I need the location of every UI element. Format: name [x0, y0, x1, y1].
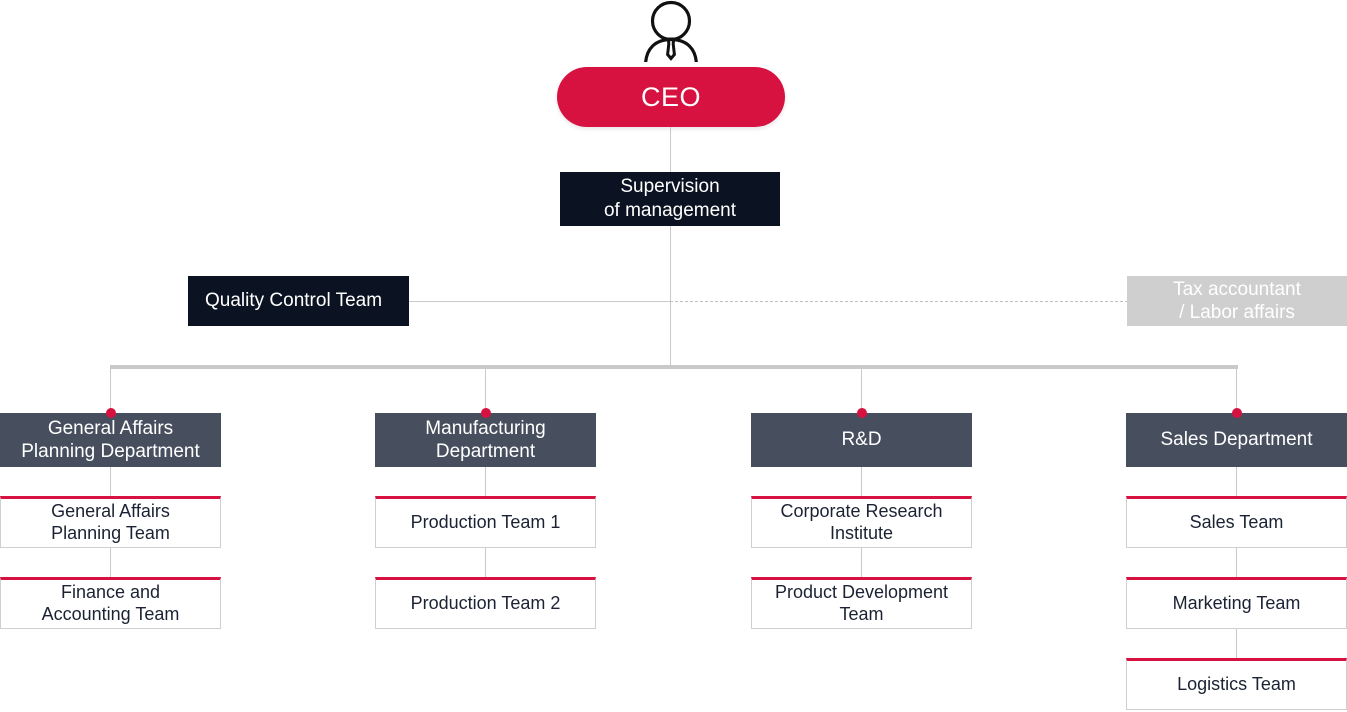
connector-supervision-to-bus: [670, 226, 671, 367]
department-column-general-affairs-planning-department: General Affairs Planning Department: [0, 408, 221, 467]
team-label-line1: Corporate Research: [780, 501, 943, 522]
department-dot-icon: [105, 408, 116, 418]
department-header-general-affairs-planning-department[interactable]: General Affairs Planning Department: [0, 408, 221, 467]
department-label-line2: Planning Department: [21, 441, 200, 462]
tax-accountant-labor-affairs-node[interactable]: Tax accountant / Labor affairs: [1127, 276, 1347, 326]
connector-general-affairs-header-to-team-1: [110, 467, 111, 496]
department-label-line2: Department: [435, 441, 536, 462]
supervision-label-line1: Supervision: [620, 176, 720, 198]
team-box-sales-team[interactable]: Sales Team: [1126, 496, 1347, 548]
connector-bus-to-manufacturing: [485, 367, 486, 413]
team-label-line1: Production Team 1: [410, 512, 561, 533]
team-box-logistics-team[interactable]: Logistics Team: [1126, 658, 1347, 710]
team-box-finance-and-accounting-team[interactable]: Finance and Accounting Team: [0, 577, 221, 629]
department-header-manufacturing-department[interactable]: Manufacturing Department: [375, 408, 596, 467]
department-label-line1: Manufacturing: [425, 417, 546, 439]
team-label-line2: Team: [839, 604, 884, 624]
ceo-label: CEO: [640, 81, 701, 112]
department-label-line1: Sales Department: [1160, 429, 1313, 451]
connector-rd-header-to-team-1: [861, 467, 862, 496]
team-box-marketing-team[interactable]: Marketing Team: [1126, 577, 1347, 629]
department-bus-line: [110, 365, 1238, 369]
team-label-line1: Finance and: [60, 582, 161, 603]
connector-manufacturing-header-to-team-1: [485, 467, 486, 496]
team-label-line1: Product Development: [774, 582, 949, 603]
quality-control-team-label: Quality Control Team: [205, 290, 383, 312]
department-column-rd-department: R&D: [751, 408, 972, 467]
connector-bus-to-rd: [861, 367, 862, 413]
department-column-manufacturing-department: Manufacturing Department: [375, 408, 596, 467]
connector-spine-to-tax-accountant: [670, 301, 1128, 302]
team-label-line1: Logistics Team: [1177, 674, 1296, 695]
connector-rd-team-1-to-team-2: [861, 548, 862, 577]
department-dot-icon: [856, 408, 867, 418]
team-label-line2: Planning Team: [51, 523, 170, 543]
connector-sales-header-to-team-1: [1236, 467, 1237, 496]
team-box-general-affairs-planning-team[interactable]: General Affairs Planning Team: [0, 496, 221, 548]
connector-sales-team-2-to-team-3: [1236, 629, 1237, 658]
supervision-of-management-node[interactable]: Supervision of management: [560, 172, 780, 226]
connector-bus-to-sales: [1236, 367, 1237, 413]
team-label-line1: Sales Team: [1189, 512, 1284, 533]
ceo-node[interactable]: CEO: [557, 67, 785, 127]
department-label-line1: General Affairs: [47, 417, 174, 439]
team-label-line1: Production Team 2: [410, 593, 561, 614]
connector-quality-control-to-spine: [409, 301, 671, 302]
team-box-production-team-2[interactable]: Production Team 2: [375, 577, 596, 629]
quality-control-team-node[interactable]: Quality Control Team: [188, 276, 409, 326]
department-label-line1: R&D: [841, 429, 882, 451]
team-label-line2: Institute: [829, 523, 894, 543]
team-label-line1: Marketing Team: [1172, 593, 1301, 614]
connector-bus-to-general-affairs: [110, 367, 111, 413]
team-label-line1: General Affairs: [51, 501, 170, 522]
connector-general-affairs-team-1-to-team-2: [110, 548, 111, 577]
tax-accountant-label-line2: / Labor affairs: [1179, 302, 1295, 323]
team-box-production-team-1[interactable]: Production Team 1: [375, 496, 596, 548]
connector-sales-team-1-to-team-2: [1236, 548, 1237, 577]
team-box-corporate-research-institute[interactable]: Corporate Research Institute: [751, 496, 972, 548]
department-header-sales-department[interactable]: Sales Department: [1126, 408, 1347, 467]
department-header-rd-department[interactable]: R&D: [751, 408, 972, 467]
team-box-product-development-team[interactable]: Product Development Team: [751, 577, 972, 629]
person-icon: [641, 0, 701, 67]
department-dot-icon: [1231, 408, 1242, 418]
team-label-line2: Accounting Team: [41, 604, 180, 624]
department-dot-icon: [480, 408, 491, 418]
supervision-label-line2: of management: [603, 200, 737, 221]
connector-ceo-to-supervision: [670, 127, 671, 172]
department-column-sales-department: Sales Department: [1126, 408, 1347, 467]
connector-manufacturing-team-1-to-team-2: [485, 548, 486, 577]
tax-accountant-label-line1: Tax accountant: [1173, 278, 1301, 300]
